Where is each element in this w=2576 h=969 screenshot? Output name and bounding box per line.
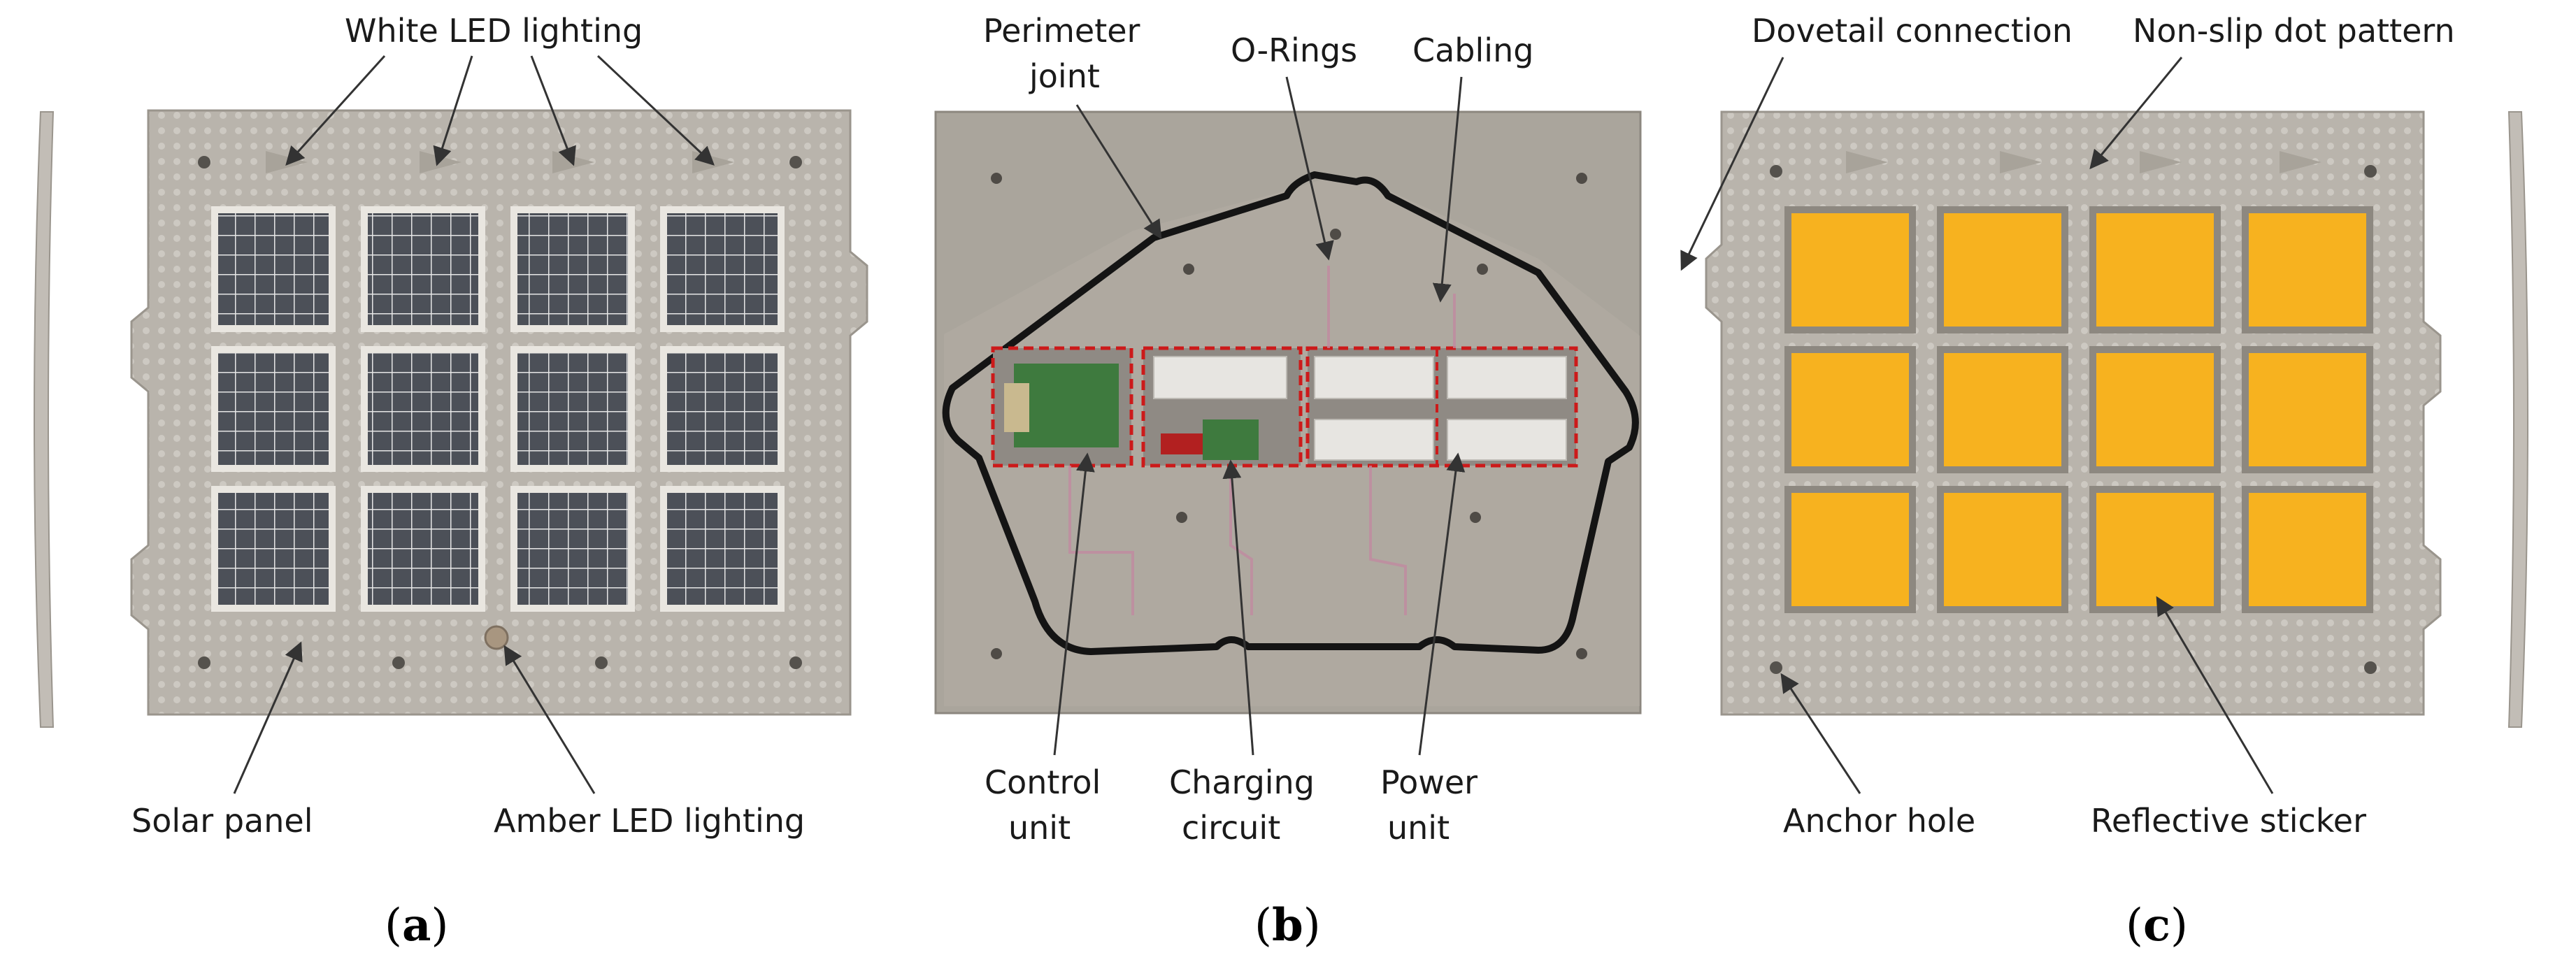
reflective-sticker [2249,213,2366,326]
label-control-unit: unit [1008,809,1071,847]
caption-b: (b) [1254,899,1321,952]
reflective-sticker [2249,493,2366,606]
electronics [991,346,1578,468]
label-solar-panel: Solar panel [131,802,313,840]
solar-cell [517,353,628,465]
side-profile-right [2507,111,2528,728]
label-dovetail-connection: Dovetail connection [1752,12,2073,50]
label-cabling: Cabling [1412,31,1533,69]
reflective-sticker [1791,213,1909,326]
solar-cell [218,493,329,605]
solar-cell [368,493,478,605]
solar-cell [667,213,778,325]
perimeter-o-ring [942,171,1639,655]
label-perimeter: Perimeter [983,12,1140,50]
reflective-sticker [1791,493,1909,606]
label-control: Control [985,763,1101,801]
side-profile-left [34,111,55,728]
caption-a: (a) [385,899,448,952]
solar-cell [517,213,628,325]
solar-cell [368,353,478,465]
panel-a: White LED lighting Solar panel Amber LED… [34,12,868,952]
solar-cell [368,213,478,325]
reflective-sticker [1944,213,2061,326]
reflective-sticker [1791,353,1909,466]
reflective-sticker [2096,213,2214,326]
label-reflective-sticker: Reflective sticker [2091,802,2366,840]
label-charging: Charging [1169,763,1315,801]
cabling [1068,266,1456,615]
reflective-sticker [2096,493,2214,606]
solar-cells-grid [211,206,785,612]
amber-led [484,625,509,650]
label-anchor-hole: Anchor hole [1783,802,1975,840]
solar-cell [667,353,778,465]
label-power: Power [1380,763,1477,801]
panel-c: Dovetail connection Non-slip dot pattern… [1680,12,2528,952]
label-white-led-lighting: White LED lighting [345,12,643,50]
reflective-sticker [1944,353,2061,466]
label-charging-circuit: circuit [1182,809,1280,847]
panel-b: Perimeter joint O-Rings Cabling Control … [934,12,1642,952]
label-power-unit: unit [1387,809,1450,847]
solar-cell [517,493,628,605]
label-non-slip-dot-pattern: Non-slip dot pattern [2133,12,2455,50]
label-amber-led-lighting: Amber LED lighting [494,802,805,840]
reflective-sticker [1944,493,2061,606]
solar-cell [218,213,329,325]
solar-cell [667,493,778,605]
reflective-sticker [2249,353,2366,466]
caption-c: (c) [2126,899,2188,952]
label-joint: joint [1029,57,1100,95]
reflective-stickers-grid [1784,206,2373,613]
solar-cell [218,353,329,465]
reflective-sticker [2096,353,2214,466]
label-o-rings: O-Rings [1231,31,1357,69]
